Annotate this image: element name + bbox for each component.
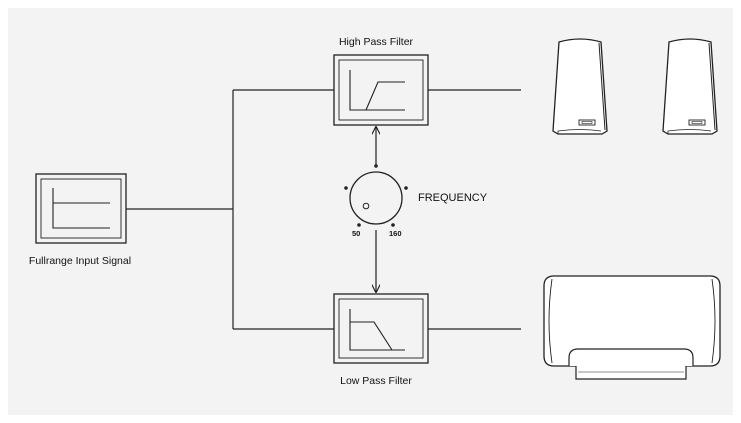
subwoofer-icon — [543, 275, 721, 380]
bookshelf-speaker-icon — [552, 38, 608, 135]
frequency-knob — [344, 164, 408, 227]
high-pass-filter-label: High Pass Filter — [338, 36, 414, 48]
low-pass-curve-icon — [349, 309, 405, 351]
knob-min-label: 50 — [352, 229, 361, 238]
frequency-label: FREQUENCY — [418, 192, 488, 204]
input-signal-box — [35, 173, 127, 244]
signal-lines — [126, 89, 521, 330]
low-pass-filter-box — [333, 293, 429, 364]
low-pass-filter-label: Low Pass Filter — [340, 375, 412, 387]
flat-response-icon — [52, 188, 110, 229]
input-signal-label: Fullrange Input Signal — [28, 255, 132, 267]
high-pass-filter-box — [333, 54, 429, 126]
knob-pointer-dot — [362, 202, 370, 210]
high-pass-curve-icon — [349, 70, 405, 111]
knob-max-label: 160 — [389, 229, 402, 238]
bookshelf-speaker-icon — [662, 38, 718, 135]
